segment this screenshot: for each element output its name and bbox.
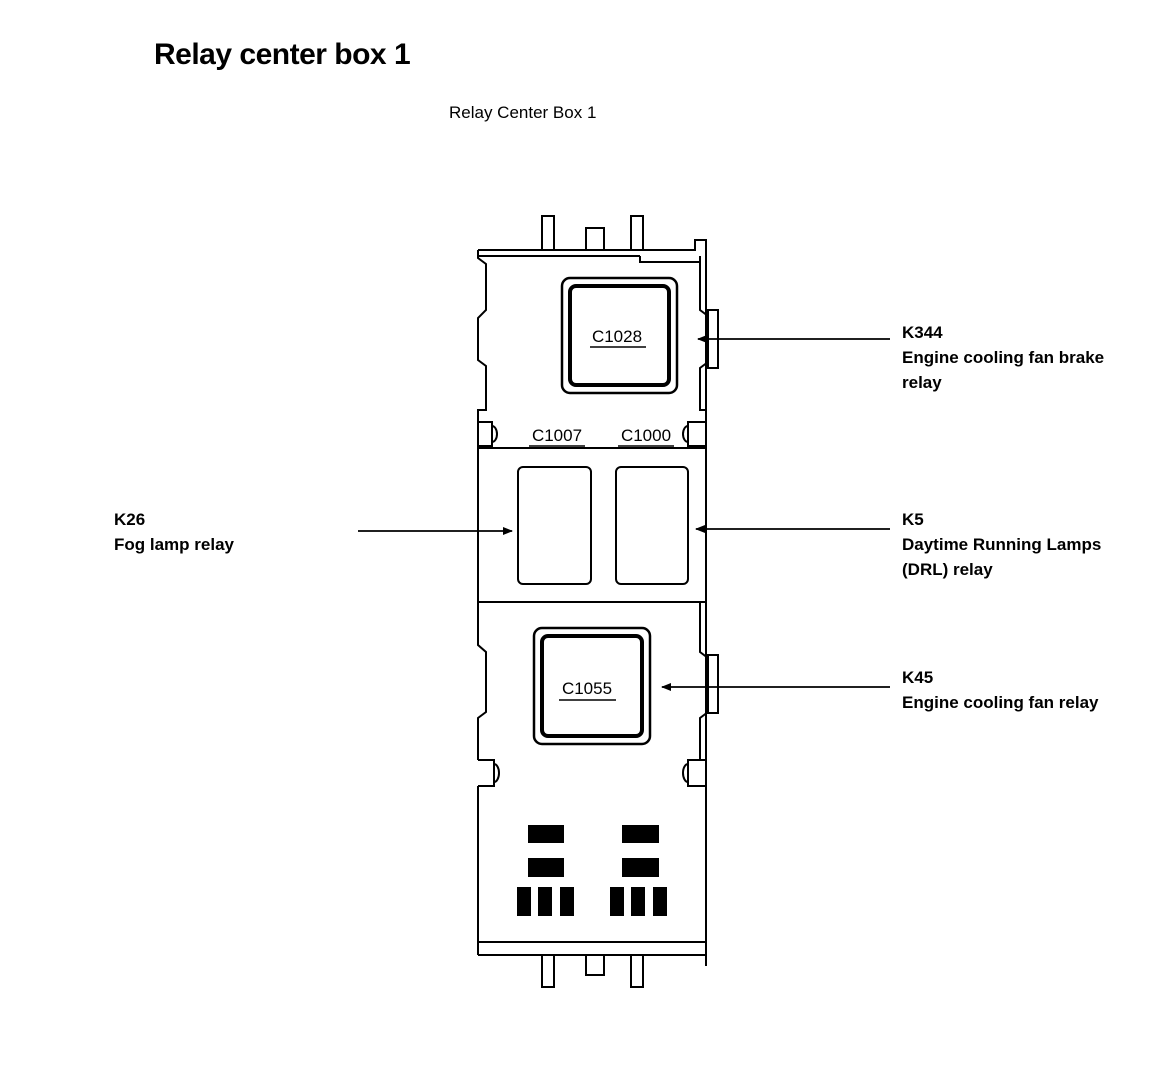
fuse [538,887,552,916]
k26-desc-line1: Fog lamp relay [114,535,234,554]
fuse [528,825,564,843]
k5-desc-line1: Daytime Running Lamps [902,535,1102,554]
top-pin [585,227,605,251]
diagram-caption: Relay Center Box 1 [449,103,597,122]
bottom-pin [541,954,555,988]
k5-callout: K5 Daytime Running Lamps (DRL) relay [902,507,1101,582]
k344-callout: K344 Engine cooling fan brake relay [902,320,1104,395]
k26-callout: K26 Fog lamp relay [114,507,234,557]
k344-code: K344 [902,323,943,342]
fuse [517,887,531,916]
k26-relay-slot [517,466,592,585]
c1028-label: C1028 [592,327,642,346]
k344-desc-line1: Engine cooling fan brake [902,348,1105,367]
relay-box-outline [477,215,719,988]
c1000-label: C1000 [621,426,671,445]
fuse [622,825,659,843]
k45-code: K45 [902,668,934,687]
k45-desc-line1: Engine cooling fan relay [902,693,1099,712]
k5-code: K5 [902,510,924,529]
fuse [528,858,564,877]
bottom-pin [585,954,605,976]
c1028-relay-socket [560,276,679,395]
fuse-block [517,825,667,916]
fuse [653,887,667,916]
fuse [560,887,574,916]
top-pin [630,215,644,251]
fuse [610,887,624,916]
k26-code: K26 [114,510,146,529]
bottom-pin [630,954,644,988]
c1055-relay-socket [532,626,652,746]
k45-callout: K45 Engine cooling fan relay [902,665,1098,715]
k5-desc-line2: (DRL) relay [902,560,993,579]
k344-desc-line2: relay [902,373,942,392]
k5-relay-slot [615,466,689,585]
c1055-label: C1055 [562,679,612,698]
top-pin [541,215,555,251]
page-title: Relay center box 1 [154,38,411,71]
fuse [631,887,645,916]
fuse [622,858,659,877]
c1007-label: C1007 [532,426,582,445]
